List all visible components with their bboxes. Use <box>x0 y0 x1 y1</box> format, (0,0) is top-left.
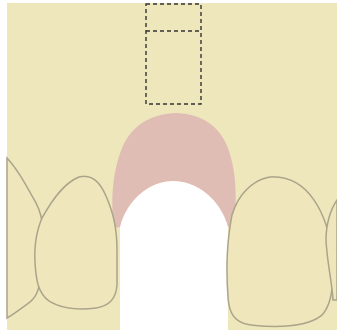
edentulous-gap <box>120 181 228 330</box>
